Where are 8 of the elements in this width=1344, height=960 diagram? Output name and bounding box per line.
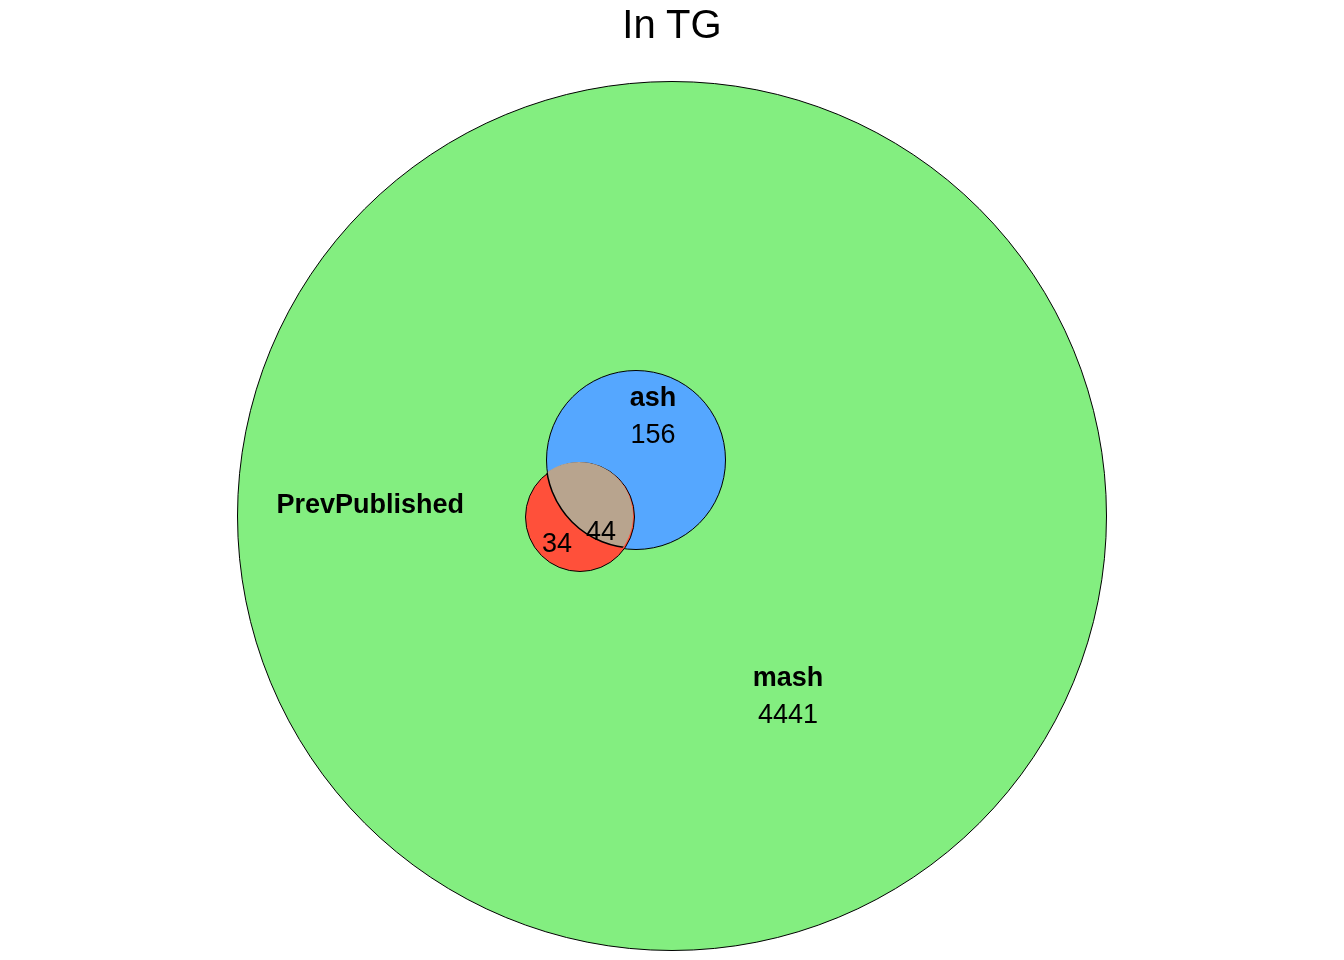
count-value: 4441 (757, 701, 819, 728)
chart-title: In TG (621, 2, 723, 47)
set-name: mash (752, 664, 824, 691)
count-value: 156 (630, 421, 676, 448)
count-value: 34 (542, 530, 572, 557)
set-name: ash (629, 384, 677, 411)
count-value: 44 (586, 518, 616, 545)
set-name: PrevPublished (276, 491, 464, 518)
